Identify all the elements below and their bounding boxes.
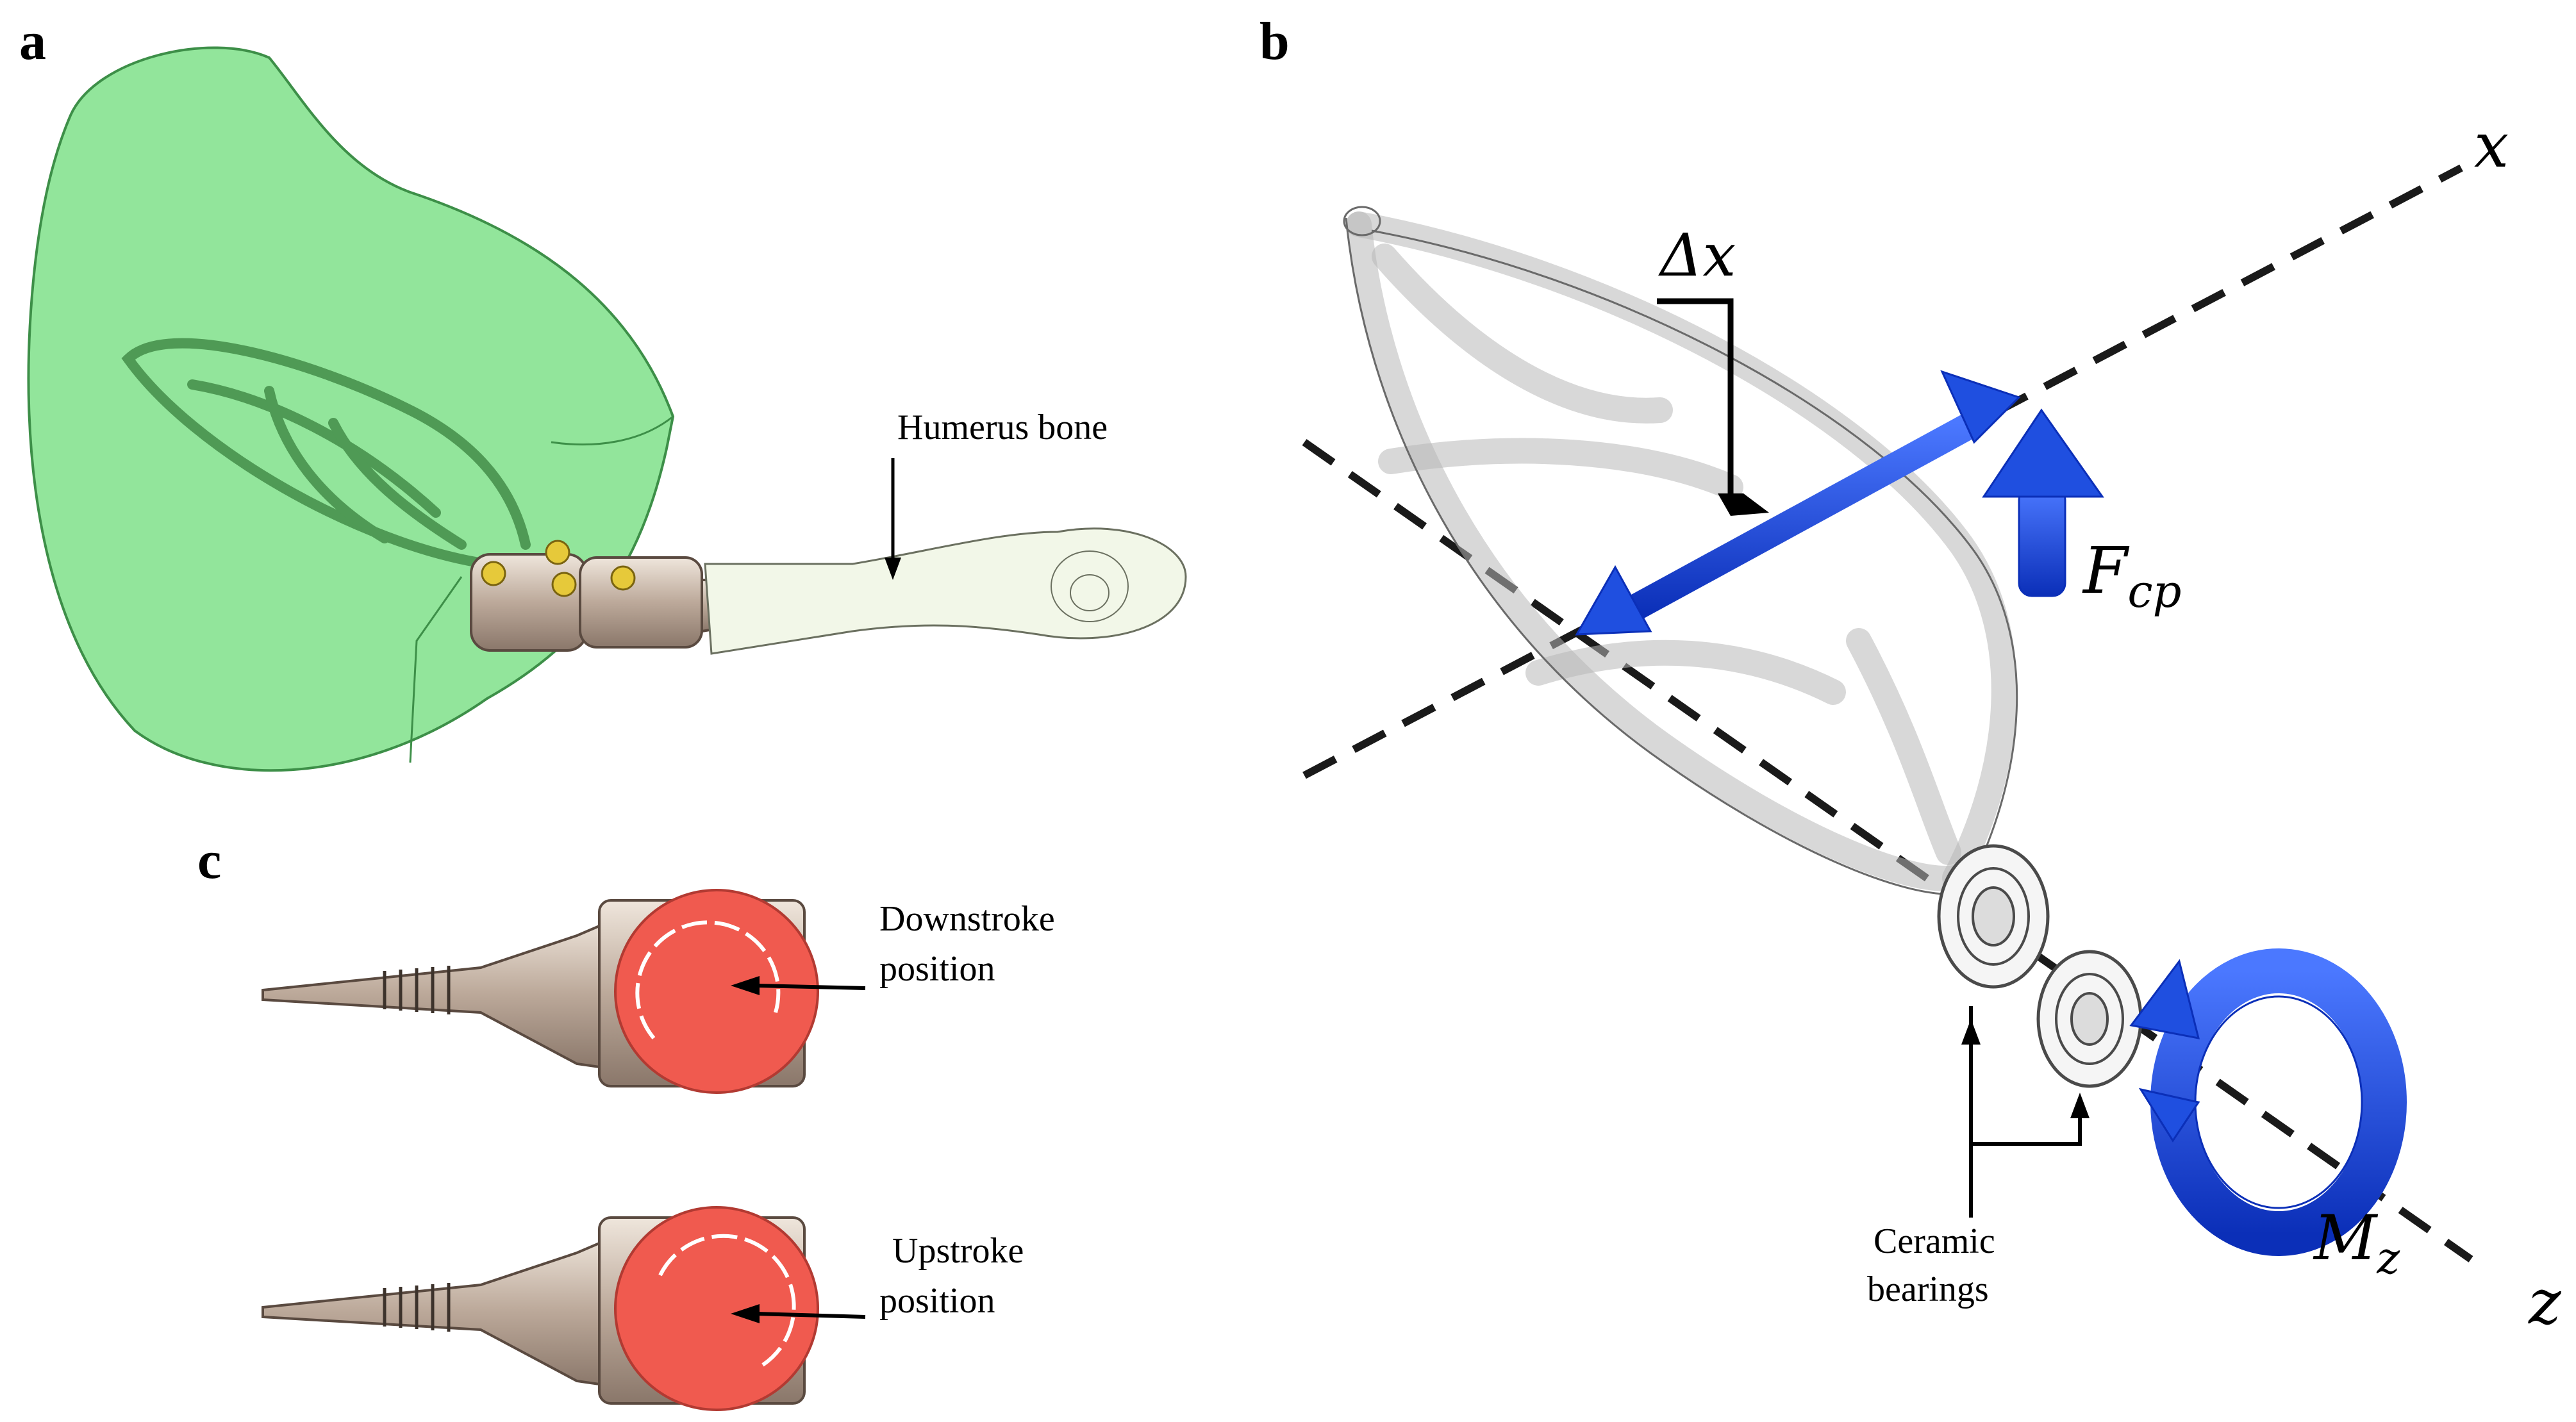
wing-frame-b [1346, 211, 2017, 891]
humerus-pointer-arrowhead [885, 558, 901, 580]
humerus-bone [704, 527, 1187, 655]
wing-frame-a [121, 338, 531, 569]
displacement-pointer-arrowhead [1718, 493, 1769, 516]
bearing-pointer-branch [1971, 1115, 2082, 1146]
screw-icon [610, 565, 636, 591]
z-axis-label: z [2528, 1266, 2562, 1338]
humerus-label: Humerus bone [897, 408, 1108, 447]
body-edge-line [409, 576, 463, 763]
disc-slot-downstroke [635, 920, 781, 1039]
downstroke-label-line2: position [879, 949, 995, 989]
screw-icon [551, 572, 577, 597]
downstroke-pointer-line [756, 984, 866, 990]
displacement-arrowhead-left [1575, 565, 1652, 636]
disc-downstroke [614, 889, 819, 1094]
disc-upstroke [614, 1206, 819, 1411]
bearing-pointer-arrowhead-2 [2070, 1093, 2090, 1118]
displacement-arrow-shaft [1615, 411, 1981, 627]
bearings-label-line2: bearings [1867, 1269, 1989, 1309]
bearings-label-line1: Ceramic [1874, 1221, 1995, 1261]
body-edge-line [551, 415, 674, 446]
wing-frame-outline [1343, 206, 2018, 895]
moment-arrowhead-bottom [2138, 1087, 2200, 1143]
x-axis-dashed [1302, 164, 2463, 779]
actuator-upstroke [262, 1206, 819, 1411]
force-label: Fcp [2082, 533, 2181, 618]
downstroke-label-line1: Downstroke [879, 899, 1055, 939]
panel-a: a [19, 12, 1187, 772]
upstroke-pointer-arrowhead [731, 1304, 760, 1323]
upstroke-pointer-line [756, 1312, 866, 1319]
bearing-pointer-arrowhead-1 [1961, 1019, 1981, 1045]
screw-icon [545, 540, 570, 565]
screw-icon [481, 561, 506, 586]
panel-b: b Δx [1259, 12, 2562, 1338]
ceramic-bearing-1 [1937, 844, 2050, 989]
moment-ring [2129, 948, 2407, 1256]
panel-c-label: c [197, 831, 221, 890]
displacement-arrow [1575, 370, 2021, 636]
panel-b-label: b [1259, 12, 1290, 71]
displacement-pointer-line [1657, 298, 1734, 500]
panel-c: c Downstroke position [197, 831, 1055, 1411]
upstroke-label-line1: Upstroke [892, 1231, 1024, 1271]
displacement-arrowhead-right [1940, 370, 2021, 444]
x-axis-label: x [2474, 110, 2509, 181]
force-arrow [1982, 408, 2104, 597]
moment-arrowhead-top [2129, 959, 2200, 1039]
moment-label: Mz [2313, 1202, 2400, 1284]
panel-a-label: a [19, 12, 46, 71]
downstroke-pointer-arrowhead [731, 976, 760, 995]
bird-body-shell [27, 46, 675, 772]
disc-slot-upstroke [658, 1234, 796, 1367]
ceramic-bearing-2 [2036, 950, 2143, 1088]
upstroke-label-line2: position [879, 1281, 995, 1321]
displacement-label: Δx [1658, 221, 1736, 290]
actuator-downstroke [262, 889, 819, 1094]
